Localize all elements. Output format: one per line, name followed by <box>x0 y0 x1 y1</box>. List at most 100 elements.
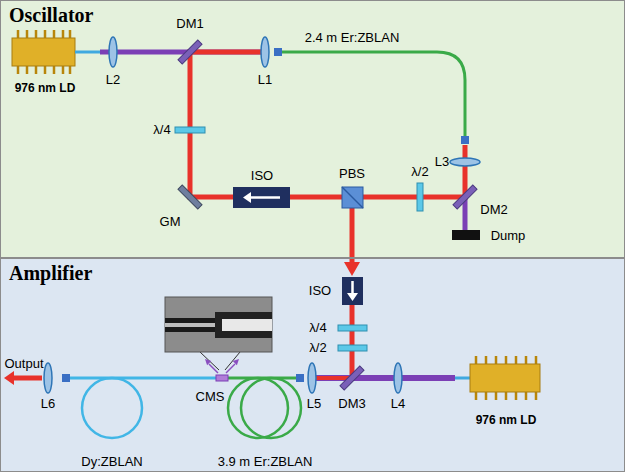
part-label-text: λ/2 <box>309 341 326 355</box>
polarizing-beam-splitter <box>342 187 363 208</box>
part-label: Output <box>4 357 43 371</box>
part-label: Dy:ZBLAN <box>81 455 142 469</box>
laser-diode-icon <box>470 364 540 392</box>
part-label: λ/2 <box>411 165 428 179</box>
panel-title: Amplifier <box>9 262 616 285</box>
lens <box>109 37 117 67</box>
part-label-text: Dump <box>491 229 526 243</box>
wave-plate <box>338 345 367 351</box>
dichroic-mirror <box>340 366 364 390</box>
part-label-text: L4 <box>391 397 405 411</box>
grating-mirror <box>178 185 202 209</box>
pump-fiber <box>75 51 100 54</box>
pump-beam <box>312 375 455 381</box>
part-label-text: DM2 <box>480 203 507 217</box>
part-label-text: GM <box>160 215 181 229</box>
part-label-text: λ/4 <box>153 123 170 137</box>
lens <box>44 363 52 393</box>
splitter-diagonal <box>342 187 363 208</box>
component-label: 976 nm LD <box>15 81 76 95</box>
cladding-mode-stripper <box>216 375 228 381</box>
dy-zblan-fiber <box>70 377 222 380</box>
part-label: DM2 <box>480 203 507 217</box>
isolator-arrow <box>249 196 280 199</box>
part-label-text: ISO <box>251 169 273 183</box>
lens <box>261 37 269 67</box>
wave-plate <box>417 183 423 211</box>
part-label-text: DM1 <box>176 17 203 31</box>
laser-diode-icon <box>12 38 75 66</box>
laser-diode: 976 nm LD <box>9 27 81 95</box>
part-label-text: Output <box>4 357 43 371</box>
beam-dump <box>452 230 480 240</box>
scatter-arrow <box>226 364 235 373</box>
lens <box>308 363 316 393</box>
panel-title: Oscillator <box>9 4 616 27</box>
er-zblan-fiber <box>280 52 465 136</box>
part-label: λ/4 <box>309 321 326 335</box>
part-label-text: 3.9 m Er:ZBLAN <box>218 455 313 469</box>
part-label-text: L2 <box>106 73 120 87</box>
isolator <box>342 277 363 305</box>
dichroic-mirror <box>453 185 477 209</box>
sem-fiber-wide <box>215 312 272 338</box>
isolator-arrow-head <box>347 293 358 301</box>
fiber-end-cap <box>296 374 304 382</box>
laser-beam <box>190 52 465 197</box>
sem-fiber-narrow <box>165 318 217 332</box>
scatter-arrow <box>209 364 218 373</box>
part-label: 3.9 m Er:ZBLAN <box>218 455 313 469</box>
part-label: L2 <box>106 73 120 87</box>
part-label: λ/2 <box>309 341 326 355</box>
isolator <box>233 187 290 208</box>
sem-fiber-core <box>222 319 272 331</box>
part-label-text: L1 <box>258 73 272 87</box>
sem-inset <box>165 297 272 352</box>
oscillator-ground <box>0 0 625 258</box>
part-label: L1 <box>258 73 272 87</box>
component-label: 976 nm LD <box>476 413 537 427</box>
part-label: DM1 <box>176 17 203 31</box>
part-label: L6 <box>41 397 55 411</box>
laser-diode: 976 nm LD <box>467 351 545 427</box>
wave-plate <box>175 127 205 133</box>
part-label-text: Dy:ZBLAN <box>81 455 142 469</box>
output-beam <box>12 376 42 381</box>
part-label: ISO <box>309 284 331 298</box>
part-label-text: 2.4 m Er:ZBLAN <box>305 31 400 45</box>
lens <box>450 158 480 166</box>
fiber-coil <box>228 378 288 438</box>
fiber-end-cap <box>461 136 469 144</box>
dichroic-mirror <box>178 40 202 64</box>
part-label: Dump <box>491 229 526 243</box>
part-label: DM3 <box>338 397 365 411</box>
pump-fiber <box>455 377 470 380</box>
scatter-arrow-head <box>233 359 239 365</box>
fiber-end-cap <box>274 48 282 56</box>
amplifier-ground <box>0 258 625 472</box>
fiber-end-cap <box>62 374 70 382</box>
part-label-text: L5 <box>307 397 321 411</box>
part-label: 2.4 m Er:ZBLAN <box>305 31 400 45</box>
inset-leader-line <box>200 352 219 370</box>
scatter-arrow-head <box>205 359 211 365</box>
seed-beam <box>350 305 355 378</box>
part-label-text: DM3 <box>338 397 365 411</box>
part-label: L3 <box>435 155 449 169</box>
part-label: ISO <box>251 169 273 183</box>
output-arrow-head <box>4 371 14 385</box>
part-label: L5 <box>307 397 321 411</box>
part-label: PBS <box>339 167 365 181</box>
isolator-arrow-head <box>243 192 251 203</box>
wave-plate <box>338 325 367 331</box>
part-label-text: λ/2 <box>411 165 428 179</box>
sem-fiber-core <box>165 323 217 327</box>
fiber-coil <box>82 378 142 438</box>
part-label-text: λ/4 <box>309 321 326 335</box>
part-label: λ/4 <box>153 123 170 137</box>
part-label-text: CMS <box>196 390 225 404</box>
part-label-text: ISO <box>309 284 331 298</box>
part-label: GM <box>160 215 181 229</box>
